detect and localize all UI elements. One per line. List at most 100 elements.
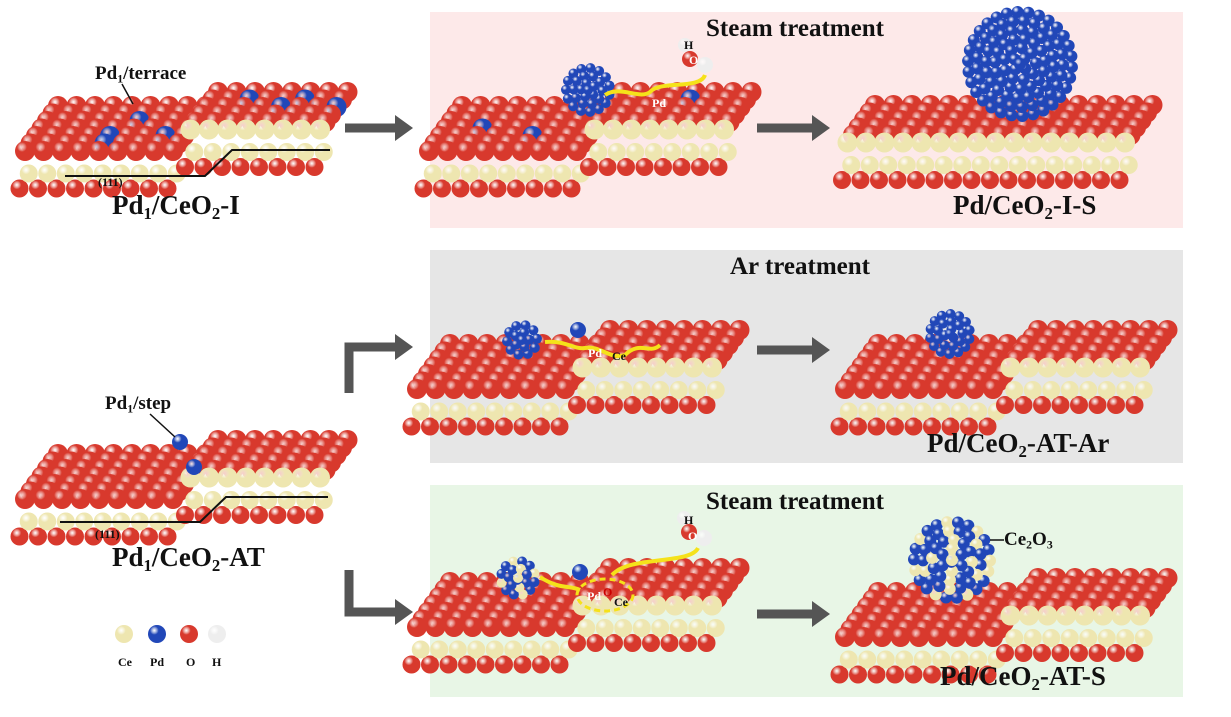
- o-atom: [439, 655, 458, 674]
- ce-atom: [199, 119, 219, 140]
- o-atom: [140, 179, 158, 198]
- pd-atom: [909, 542, 922, 555]
- ce-atom: [983, 554, 996, 567]
- o-atom: [488, 179, 507, 198]
- o-atom: [462, 617, 483, 637]
- ce-atom: [185, 143, 204, 161]
- pd-atom: [936, 310, 947, 321]
- ce-atom: [879, 156, 898, 174]
- ce-atom: [19, 164, 38, 183]
- ce-atom: [1111, 357, 1132, 378]
- o-atom: [1036, 171, 1055, 189]
- pd-atom: [917, 554, 930, 567]
- o-atom: [474, 141, 495, 161]
- ce-atom: [1082, 156, 1101, 174]
- o-atom: [1014, 396, 1033, 414]
- ce-atom: [967, 132, 987, 153]
- pd-atom: [1029, 57, 1042, 70]
- ce-atom: [236, 119, 256, 140]
- o-atom: [144, 489, 165, 509]
- pd-atom: [528, 325, 539, 336]
- o-atom: [586, 634, 605, 652]
- o-atom: [925, 171, 944, 189]
- ce-atom: [485, 640, 504, 659]
- pd-atom: [1011, 6, 1024, 19]
- o-atom: [507, 179, 525, 198]
- ce-atom: [1037, 357, 1058, 378]
- ce-atom: [595, 381, 614, 399]
- pd-atom: [517, 556, 528, 567]
- o-atom: [213, 158, 231, 176]
- pd-atom: [1026, 26, 1039, 39]
- ce-atom: [651, 619, 670, 637]
- o-atom: [999, 171, 1018, 189]
- o-atom: [495, 655, 513, 674]
- pd-atom: [1060, 81, 1073, 94]
- pd-atom: [954, 311, 965, 322]
- arrow-to-steam-1-head: [395, 115, 413, 141]
- ce-atom: [706, 381, 725, 399]
- o-atom: [493, 141, 513, 161]
- ce-atom: [149, 164, 168, 183]
- pd-atom: [508, 589, 519, 600]
- pd-atom: [585, 106, 596, 117]
- o-atom: [1125, 644, 1144, 662]
- o-atom: [927, 379, 948, 399]
- o-atom: [532, 417, 550, 436]
- pd-atom: [1015, 100, 1028, 113]
- o-atom: [287, 506, 305, 524]
- ce-atom: [291, 119, 312, 140]
- o-atom: [890, 627, 911, 647]
- o-atom: [107, 489, 128, 509]
- steam-treatment-title-2: Steam treatment: [706, 488, 884, 515]
- ce-atom: [969, 402, 988, 421]
- o-atom: [983, 627, 1003, 647]
- pd-atom: [1014, 58, 1026, 70]
- o-atom: [978, 417, 997, 436]
- o-atom: [66, 179, 84, 198]
- pd-atom: [955, 559, 968, 572]
- legend-h-swatch: [208, 625, 226, 643]
- pd-atom: [571, 75, 582, 86]
- o-atom: [886, 665, 904, 684]
- ce-atom: [688, 381, 707, 399]
- o-atom: [660, 396, 679, 414]
- o-atom: [402, 655, 421, 674]
- pd-atom: [562, 75, 573, 86]
- pd-atom: [1035, 44, 1048, 57]
- pd-atom: [929, 316, 940, 327]
- pd-atom: [955, 548, 968, 561]
- o-atom: [886, 417, 904, 436]
- pd-atom: [945, 309, 956, 320]
- o-atom: [33, 489, 54, 509]
- pd1-step-label: Pd1/step: [105, 393, 172, 416]
- o-atom: [476, 655, 495, 674]
- ce-atom: [985, 132, 1006, 153]
- o-atom: [697, 396, 716, 414]
- pd-atom: [1062, 39, 1075, 52]
- ce-atom: [1079, 629, 1098, 647]
- ce-atom: [913, 650, 932, 669]
- ce-atom: [1000, 357, 1021, 378]
- ce-atom: [19, 512, 38, 531]
- h-atom: [677, 511, 691, 525]
- o-atom: [458, 655, 476, 674]
- steam-migration-path-2a: [610, 546, 700, 577]
- ce-atom: [203, 491, 222, 509]
- ce-atom: [577, 619, 596, 637]
- pd-atom: [945, 329, 955, 339]
- ce-atom: [1130, 605, 1150, 626]
- pd-atom: [936, 548, 949, 561]
- ce-atom: [971, 156, 990, 174]
- ce-atom: [1045, 156, 1064, 174]
- o-atom: [140, 527, 158, 546]
- o-atom: [15, 141, 35, 161]
- o-atom: [419, 141, 439, 161]
- o-atom: [1088, 644, 1107, 662]
- o-atom: [1051, 644, 1070, 662]
- pd-atom: [586, 98, 597, 109]
- pd-atom: [957, 537, 970, 550]
- ce-atom: [1096, 132, 1117, 153]
- o-atom: [1070, 396, 1088, 414]
